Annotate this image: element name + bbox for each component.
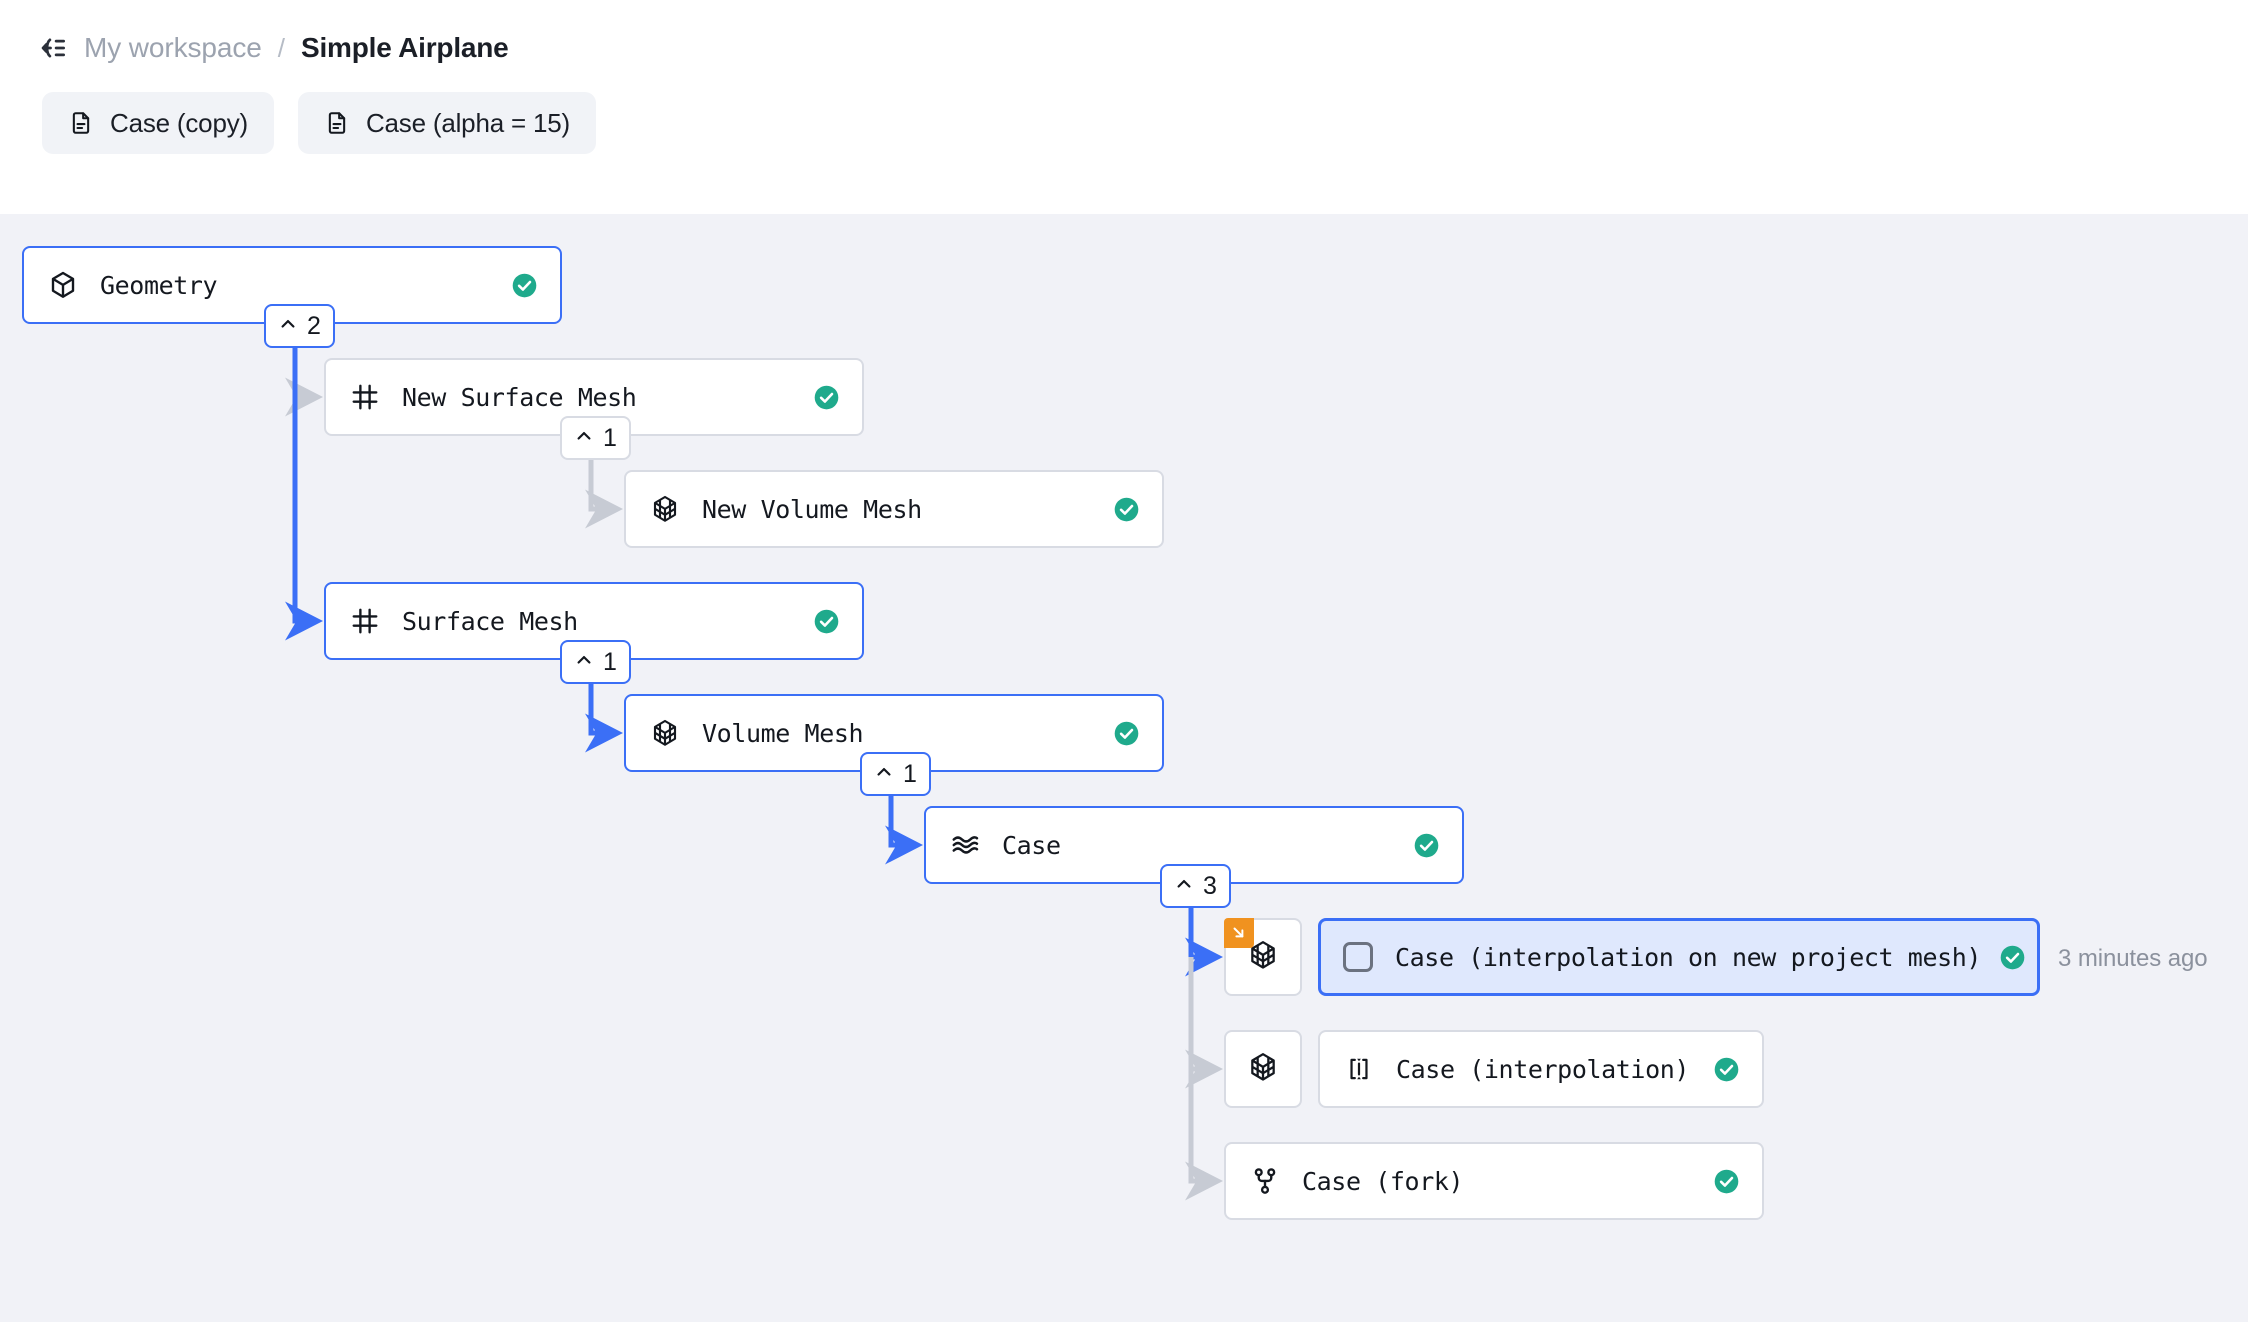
page-title: Simple Airplane <box>300 32 509 63</box>
child-count-new-surface-mesh[interactable]: 1 <box>560 416 631 460</box>
node-new-surface-mesh[interactable]: New Surface Mesh <box>324 358 864 436</box>
text-cursor-icon <box>1342 1055 1376 1083</box>
fluid-waves-icon <box>948 830 982 860</box>
volume-mesh-icon <box>1247 939 1279 976</box>
node-label: Case (interpolation on new project mesh) <box>1395 942 1982 972</box>
collapse-sidebar-icon[interactable] <box>36 31 70 65</box>
chevron-up-icon <box>1174 874 1194 899</box>
child-count-volume-mesh[interactable]: 1 <box>860 752 931 796</box>
node-label: New Volume Mesh <box>702 494 922 524</box>
volume-mesh-icon <box>648 494 682 524</box>
child-count-case[interactable]: 3 <box>1160 864 1231 908</box>
node-label: Geometry <box>100 270 218 300</box>
child-count-value: 1 <box>603 647 617 676</box>
success-check-icon <box>1413 832 1440 859</box>
success-check-icon <box>1113 720 1140 747</box>
chevron-up-icon <box>574 650 594 675</box>
success-check-icon <box>813 384 840 411</box>
chevron-up-icon <box>278 314 298 339</box>
tab-case-copy[interactable]: Case (copy) <box>42 92 274 154</box>
child-count-geometry[interactable]: 2 <box>264 304 335 348</box>
tab-case-alpha-15[interactable]: Case (alpha = 15) <box>297 92 596 154</box>
tab-label: Case (copy) <box>110 107 248 138</box>
import-arrow-icon <box>1224 918 1254 948</box>
success-check-icon <box>511 272 538 299</box>
mesh-chip-case-interpolation[interactable] <box>1224 1030 1302 1108</box>
document-icon <box>68 110 94 136</box>
child-count-value: 1 <box>603 423 617 452</box>
volume-mesh-icon <box>648 718 682 748</box>
node-case-interpolation-new-project-mesh[interactable]: Case (interpolation on new project mesh) <box>1318 918 2040 996</box>
node-new-volume-mesh[interactable]: New Volume Mesh <box>624 470 1164 548</box>
breadcrumb-workspace[interactable]: My workspace <box>84 32 262 63</box>
grid-mesh-icon <box>348 382 382 412</box>
node-label: Volume Mesh <box>702 718 864 748</box>
success-check-icon <box>813 608 840 635</box>
document-icon <box>324 110 350 136</box>
breadcrumb-separator: / <box>277 32 285 63</box>
node-label: New Surface Mesh <box>402 382 637 412</box>
tab-bar: Case (copy) Case (alpha = 15) <box>0 68 2248 154</box>
node-label: Case <box>1002 830 1061 860</box>
git-fork-icon <box>1248 1166 1282 1196</box>
chevron-up-icon <box>874 762 894 787</box>
node-volume-mesh[interactable]: Volume Mesh <box>624 694 1164 772</box>
child-count-value: 1 <box>903 759 917 788</box>
volume-mesh-icon <box>1247 1051 1279 1088</box>
node-label: Case (interpolation) <box>1396 1054 1690 1084</box>
child-count-value: 3 <box>1203 871 1217 900</box>
child-count-surface-mesh[interactable]: 1 <box>560 640 631 684</box>
mesh-chip-case-interpolation-new-project-mesh[interactable] <box>1224 918 1302 996</box>
pipeline-canvas[interactable]: Geometry 2 New Surface Mesh 1 <box>0 214 2248 1322</box>
row-timestamp: 3 minutes ago <box>2058 945 2208 972</box>
success-check-icon <box>1713 1168 1740 1195</box>
page-header: My workspace / Simple Airplane Case (cop… <box>0 0 2248 214</box>
chevron-up-icon <box>574 426 594 451</box>
breadcrumb: My workspace / Simple Airplane <box>0 0 2248 68</box>
row-checkbox[interactable] <box>1343 942 1373 972</box>
cube-icon <box>46 270 80 300</box>
success-check-icon <box>1999 944 2026 971</box>
grid-mesh-icon <box>348 606 382 636</box>
success-check-icon <box>1713 1056 1740 1083</box>
node-label: Surface Mesh <box>402 606 578 636</box>
tab-label: Case (alpha = 15) <box>365 107 570 138</box>
child-count-value: 2 <box>307 311 321 340</box>
node-case-interpolation[interactable]: Case (interpolation) <box>1318 1030 1764 1108</box>
success-check-icon <box>1113 496 1140 523</box>
node-label: Case (fork) <box>1302 1166 1464 1196</box>
node-case-fork[interactable]: Case (fork) <box>1224 1142 1764 1220</box>
